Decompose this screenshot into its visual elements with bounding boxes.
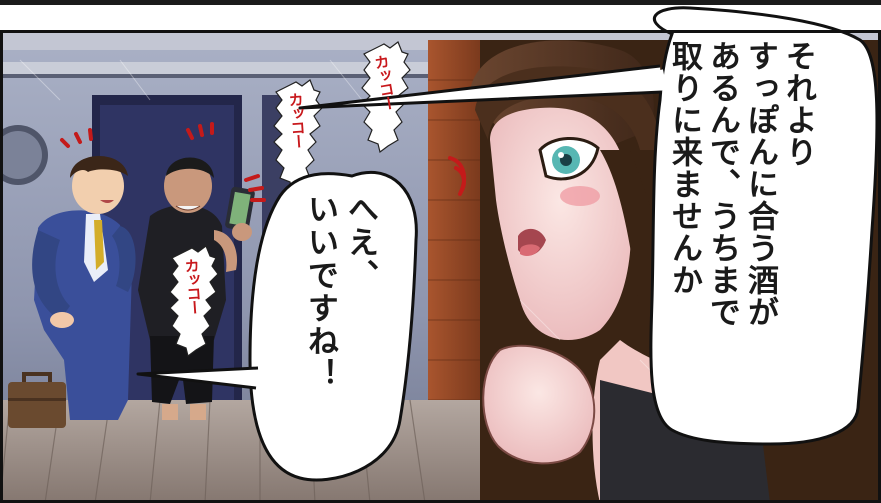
briefcase (8, 372, 66, 428)
speech-line: あるんで、うちまで (704, 40, 740, 328)
round-wall-window (0, 125, 48, 185)
man-in-blue-suit (32, 155, 136, 420)
speech-line: 取りに来ませんか (666, 40, 702, 296)
sfx-cuckoo-2: カッコー (286, 91, 308, 149)
surprise-marks (60, 122, 467, 202)
speech-bubble-right (298, 6, 879, 446)
panel-borders (0, 30, 881, 503)
previous-panel-strip (0, 0, 881, 5)
speech-line: すっぽんに合う酒が (742, 40, 778, 328)
speech-text-right: それより すっぽんに合う酒が あるんで、うちまで 取りに来ませんか (665, 40, 817, 328)
speech-line: いいですね！ (302, 193, 338, 391)
speech-text-left: へえ、 いいですね！ (300, 193, 380, 391)
speech-bubble-left (136, 170, 418, 482)
brick-pillar (428, 40, 480, 460)
sfx-burst-3 (169, 245, 219, 358)
sfx-cuckoo-3: カッコー (182, 257, 204, 315)
speech-line: それより (780, 40, 816, 168)
speech-line: へえ、 (342, 193, 378, 292)
